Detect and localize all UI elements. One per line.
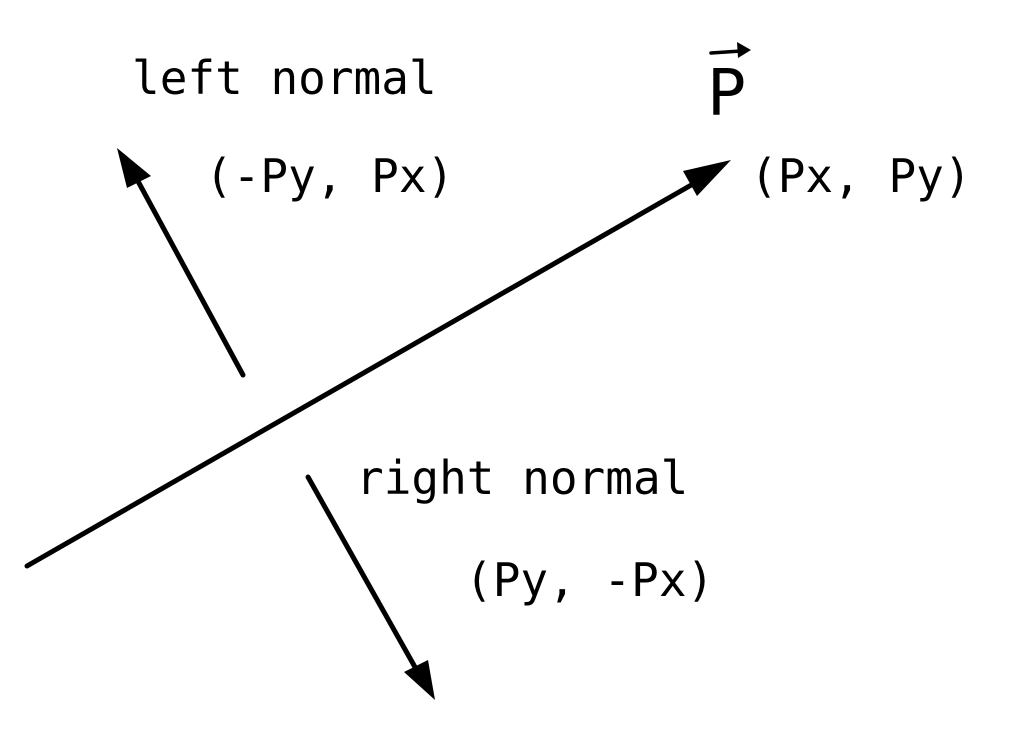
vector-p-arrowhead [683, 160, 731, 196]
left-normal-shaft [130, 169, 246, 378]
right-normal-arrowhead [404, 660, 435, 700]
vector-p-shaft [24, 177, 703, 569]
right-normal-coords: (Py, -Px) [465, 553, 715, 607]
right-normal-label: right normal [356, 451, 689, 505]
right-normal-shaft [305, 474, 423, 679]
vector-p-coords: (Px, Py) [750, 149, 972, 203]
left-normal-coords: (-Py, Px) [205, 149, 455, 203]
left-normal-arrowhead [117, 148, 151, 188]
vector-p-symbol: P [707, 57, 746, 131]
vector-p-overarrow-head [737, 42, 751, 58]
left-normal-label: left normal [132, 51, 437, 105]
vector-p-overarrow [709, 49, 743, 55]
